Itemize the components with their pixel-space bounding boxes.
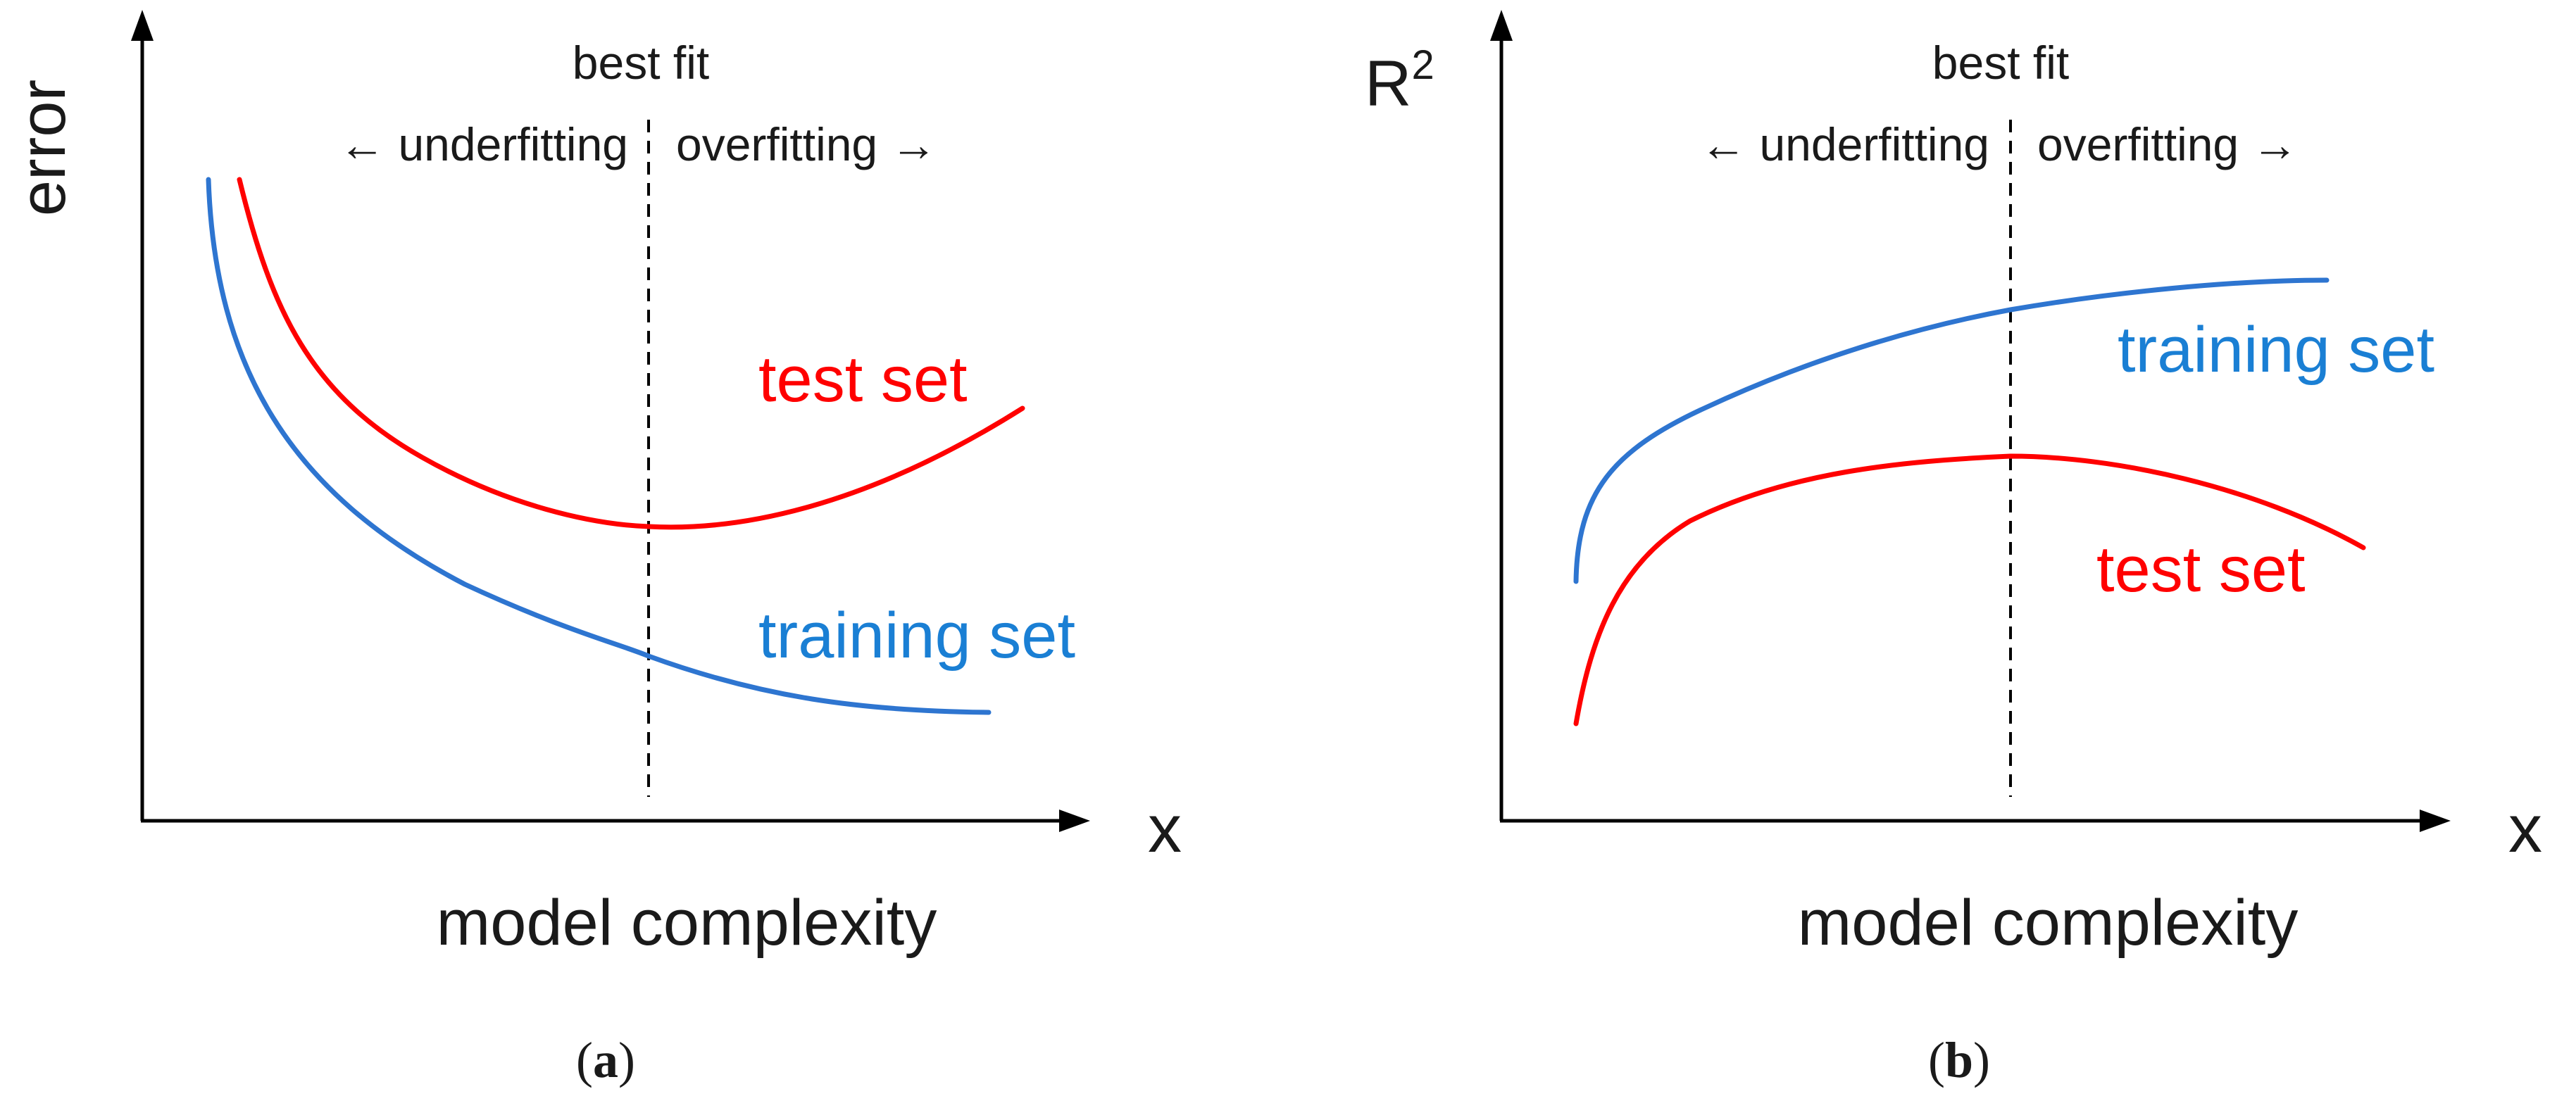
panel-b-y-axis-label: R2 (1365, 42, 1434, 120)
panel-b-y-axis-label-superscript: 2 (1411, 42, 1434, 88)
panel-a-x-axis-title: model complexity (437, 887, 937, 959)
panel-a-caption-open: ( (576, 1032, 593, 1088)
panel-b-test-set-curve (1573, 453, 2366, 726)
panel-a-underfitting-label: ← underfitting (339, 118, 628, 170)
panel-a-x-axis-arrowhead-icon (1059, 810, 1090, 832)
panel-a-test-set-label: test set (758, 344, 968, 415)
panel-a-y-axis-label: error (7, 80, 79, 216)
panel-b-y-axis-label-base: R (1365, 48, 1411, 120)
panel-a-x-axis-label: x (1148, 791, 1182, 867)
panel-a-caption-close: ) (618, 1032, 635, 1088)
panel-b-overfitting-label: overfitting → (2037, 118, 2298, 170)
panel-a-caption: (a) (576, 1032, 635, 1088)
panel-a-caption-letter: a (593, 1032, 618, 1088)
panel-b-x-axis-arrowhead-icon (2420, 810, 2451, 832)
panel-a-y-axis-arrowhead-icon (131, 10, 154, 41)
panel-b-test-set-label: test set (2096, 534, 2306, 605)
panel-a: error best fit ← underfitting overfittin… (7, 10, 1182, 1088)
panel-a-training-set-label: training set (758, 600, 1075, 672)
panel-b-training-set-label: training set (2118, 314, 2434, 386)
panel-b-training-set-curve (1573, 277, 2330, 584)
panel-a-test-set-curve (237, 177, 1025, 530)
panel-b: R2 best fit ← underfitting overfitting →… (1365, 10, 2542, 1088)
panel-b-x-axis-title: model complexity (1798, 887, 2299, 959)
panel-b-caption-open: ( (1928, 1032, 1945, 1088)
panel-b-best-fit-label: best fit (1932, 37, 2069, 89)
panel-a-best-fit-label: best fit (573, 37, 709, 89)
panel-b-x-axis-label: x (2508, 791, 2542, 867)
panel-a-training-set-curve (206, 177, 992, 715)
panel-b-caption-close: ) (1973, 1032, 1990, 1088)
panel-a-overfitting-label: overfitting → (676, 118, 937, 170)
panel-b-underfitting-label: ← underfitting (1700, 118, 1989, 170)
panel-b-caption-letter: b (1945, 1032, 1973, 1088)
panel-b-y-axis-arrowhead-icon (1490, 10, 1513, 41)
panel-b-caption: (b) (1928, 1032, 1990, 1088)
